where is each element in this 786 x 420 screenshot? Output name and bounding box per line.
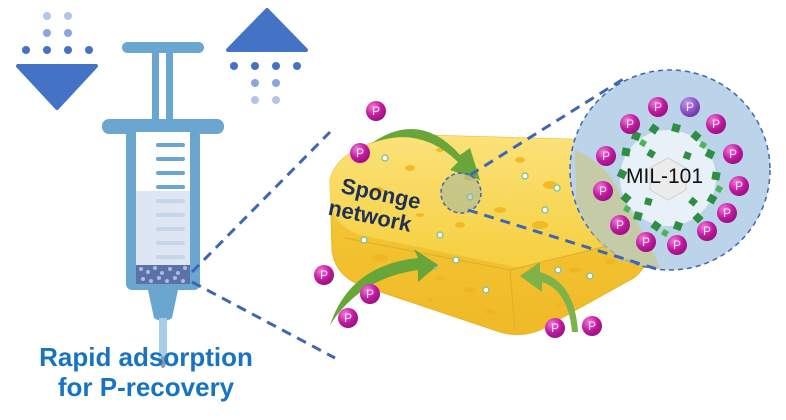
mil-101-structure <box>616 123 724 238</box>
phosphate-ion: P <box>596 146 616 166</box>
phosphate-ion: P <box>706 114 726 134</box>
caption-line2: for P-recovery <box>57 372 235 402</box>
phosphate-ion: P <box>620 114 640 134</box>
phosphate-ion: P <box>610 215 630 235</box>
zoom-lines-syringe <box>190 130 336 360</box>
phosphate-ion: P <box>593 181 613 201</box>
caption-line1: Rapid adsorption <box>39 342 253 372</box>
phosphate-ion: P <box>729 176 749 196</box>
phosphate-ion: P <box>582 316 602 336</box>
phosphate-ion: P <box>667 235 687 255</box>
phosphate-ion: P <box>314 265 334 285</box>
phosphate-ion: P <box>545 318 565 338</box>
phosphate-ion: P <box>717 203 737 223</box>
zoom-region-marker <box>440 172 482 214</box>
phosphate-ion: P <box>648 97 668 117</box>
phosphate-ion: P <box>366 101 386 121</box>
zoom-lines-mof <box>467 76 661 272</box>
phosphate-ion: P <box>697 221 717 241</box>
phosphate-ion: P <box>636 232 656 252</box>
curved-arrow-icon <box>330 129 578 332</box>
phosphate-ion: P <box>360 284 380 304</box>
phosphate-ion: P <box>680 97 700 117</box>
down-arrow-with-dots-icon <box>16 12 98 110</box>
up-arrow-with-dots-icon <box>226 8 308 104</box>
phosphate-ion: P <box>723 144 743 164</box>
mof-label: MIL-101 <box>626 165 704 188</box>
syringe-icon <box>102 42 224 368</box>
phosphate-ion: P <box>350 143 370 163</box>
caption: Rapid adsorption for P-recovery <box>0 342 292 402</box>
phosphate-ion: P <box>338 308 358 328</box>
